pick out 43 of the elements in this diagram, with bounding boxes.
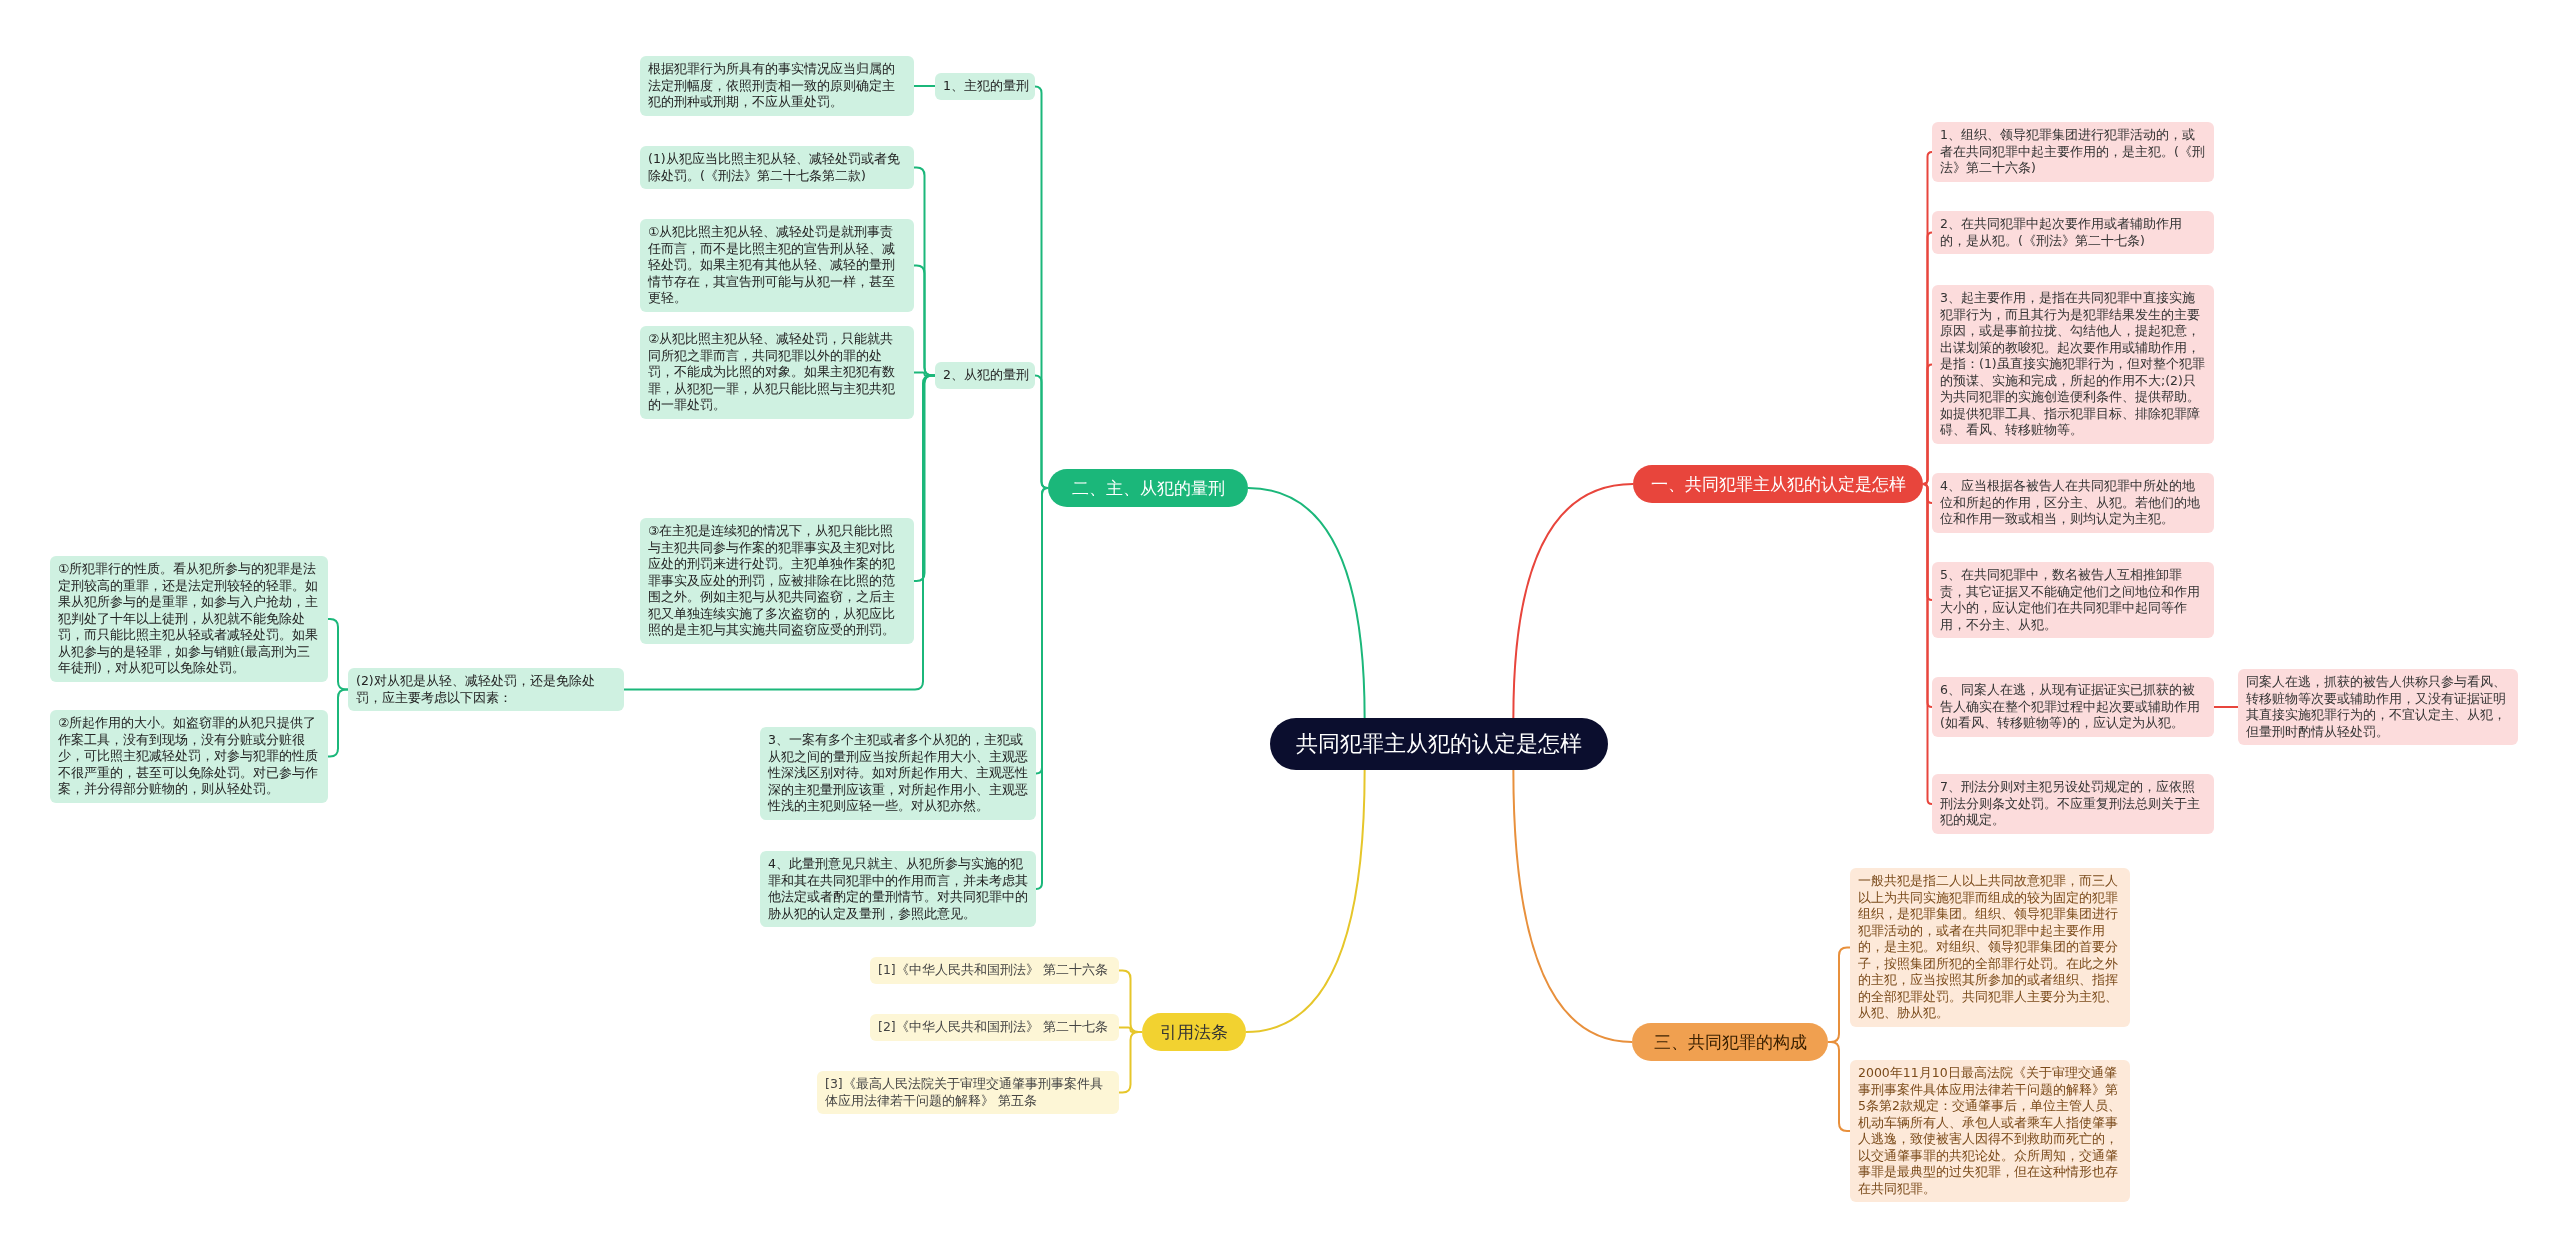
note-card: 7、刑法分则对主犯另设处罚规定的，应依照刑法分则条文处罚。不应重复刑法总则关于主犯的规定。 — [1932, 774, 2214, 834]
note-card: 2000年11月10日最高法院《关于审理交通肇事刑事案件具体应用法律若干问题的解释》第5条第2款规定：交通肇事后，单位主管人员、机动车辆所有人、承包人或者乘车人指使肇事人逃逸，致使被害人因得不到救助而死亡的，以交通肇事罪的共犯论处。众所周知，交通肇事罪是最典型的过失犯罪，但在这种情形也存在共同犯罪。 — [1850, 1060, 2130, 1202]
connector-line — [1035, 487, 1049, 890]
connector-line — [1247, 487, 1366, 719]
note-card: 一般共犯是指二人以上共同故意犯罪，而三人以上为共同实施犯罪而组成的较为固定的犯罪组织，是犯罪集团。组织、领导犯罪集团进行犯罪活动的，或者在共同犯罪中起主要作用的，是主犯。对组织、领导犯罪集团的首要分子，按照集团所犯的全部罪行处罚。在此之外的主犯，应当按照其所参加的或者组织、指挥的全部犯罪处罚。共同犯罪人主要分为主犯、从犯、胁从犯。 — [1850, 868, 2130, 1027]
connector-line — [1922, 363, 1933, 485]
connector-line — [913, 264, 936, 377]
note-card: [1]《中华人民共和国刑法》 第二十六条 — [870, 957, 1119, 984]
note-card: 3、起主要作用，是指在共同犯罪中直接实施犯罪行为，而且其行为是犯罪结果发生的主要原因，或是事前拉拢、勾结他人，提起犯意，出谋划策的教唆犯。起次要作用或辅助作用，是指：(1)虽直接实施犯罪行为，但对整个犯罪的预谋、实施和完成，所起的作用不大;(2)只为共同犯罪的实施创造便利条件、提供帮助。如提供犯罪工具、指示犯罪目标、排除犯罪障碍、看风、转移赃物等。 — [1932, 285, 2214, 444]
note-card: ③在主犯是连续犯的情况下，从犯只能比照与主犯共同参与作案的犯罪事实及主犯对比应处的刑罚来进行处罚。主犯单独作案的犯罪事实及应处的刑罚，应被排除在比照的范围之外。例如主犯与从犯共同盗窃，之后主犯又单独连续实施了多次盗窃的，从犯应比照的是主犯与其实施共同盗窃应受的刑罚。 — [640, 518, 914, 644]
connector-line — [913, 85, 936, 87]
branch-topic: 一、共同犯罪主从犯的认定是怎样 — [1633, 465, 1923, 503]
connector-line — [2213, 706, 2239, 708]
central-topic: 共同犯罪主从犯的认定是怎样 — [1270, 718, 1608, 770]
branch-topic: 三、共同犯罪的构成 — [1632, 1023, 1828, 1061]
note-card: ①从犯比照主犯从轻、减轻处罚是就刑事责任而言，而不是比照主犯的宣告刑从轻、减轻处罚。如果主犯有其他从轻、减轻的量刑情节存在，其宣告刑可能与从犯一样，甚至更轻。 — [640, 219, 914, 312]
note-card: 4、应当根据各被告人在共同犯罪中所处的地位和所起的作用，区分主、从犯。若他们的地位和作用一致或相当，则均认定为主犯。 — [1932, 473, 2214, 533]
note-card: [2]《中华人民共和国刑法》 第二十七条 — [870, 1014, 1119, 1041]
subtopic-card: 1、主犯的量刑 — [935, 73, 1035, 100]
note-card: 2、在共同犯罪中起次要作用或者辅助作用的，是从犯。(《刑法》第二十七条) — [1932, 211, 2214, 254]
connector-line — [327, 618, 349, 691]
note-card: 1、组织、领导犯罪集团进行犯罪活动的，或者在共同犯罪中起主要作用的，是主犯。(《刑法》第二十六条) — [1932, 122, 2214, 182]
connector-line — [1512, 769, 1633, 1043]
branch-topic: 二、主、从犯的量刑 — [1048, 469, 1248, 507]
connector-line — [1922, 483, 1933, 805]
note-card: (1)从犯应当比照主犯从轻、减轻处罚或者免除处罚。(《刑法》第二十七条第二款) — [640, 146, 914, 189]
note-card: 4、此量刑意见只就主、从犯所参与实施的犯罪和其在共同犯罪中的作用而言，并未考虑其他法定或者酌定的量刑情节。对共同犯罪中的胁从犯的认定及量刑，参照此意见。 — [760, 851, 1036, 927]
note-card: [3]《最高人民法院关于审理交通肇事刑事案件具体应用法律若干问题的解释》 第五条 — [817, 1071, 1119, 1114]
branch-topic: 引用法条 — [1142, 1013, 1246, 1051]
note-card: 6、同案人在逃，从现有证据证实已抓获的被告人确实在整个犯罪过程中起次要或辅助作用(如看风、转移赃物等)的，应认定为从犯。 — [1932, 677, 2214, 737]
connector-line — [327, 688, 349, 758]
note-card: ①所犯罪行的性质。看从犯所参与的犯罪是法定刑较高的重罪，还是法定刑较轻的轻罪。如果从犯所参与的是重罪，如参与入户抢劫，主犯判处了十年以上徒刑，从犯就不能免除处罚，而只能比照主犯从轻或者减轻处罚。如果从犯参与的是轻罪，如参与销赃(最高刑为三年徒刑)，对从犯可以免除处罚。 — [50, 556, 328, 682]
connector-line — [1245, 769, 1366, 1033]
note-card: (2)对从犯是从轻、减轻处罚，还是免除处罚，应主要考虑以下因素： — [348, 668, 624, 711]
connector-line — [1512, 483, 1634, 719]
note-card: 同案人在逃，抓获的被告人供称只参与看风、转移赃物等次要或辅助作用，又没有证据证明其直接实施犯罪行为的，不宜认定主、从犯，但量刑时酌情从轻处罚。 — [2238, 669, 2518, 745]
subtopic-card: 2、从犯的量刑 — [935, 362, 1035, 389]
note-card: ②所起作用的大小。如盗窃罪的从犯只提供了作案工具，没有到现场，没有分赃或分赃很少，可比照主犯减轻处罚，对参与犯罪的性质不很严重的，甚至可以免除处罚。对已参与作案，并分得部分赃物的，则从轻处罚。 — [50, 710, 328, 803]
note-card: 5、在共同犯罪中，数名被告人互相推卸罪责，其它证据又不能确定他们之间地位和作用大小的，应认定他们在共同犯罪中起同等作用，不分主、从犯。 — [1932, 562, 2214, 638]
connector-line — [913, 374, 936, 582]
note-card: ②从犯比照主犯从轻、减轻处罚，只能就共同所犯之罪而言，共同犯罪以外的罪的处罚，不能成为比照的对象。如果主犯犯有数罪，从犯犯一罪，从犯只能比照与主犯共犯的一罪处罚。 — [640, 326, 914, 419]
note-card: 根据犯罪行为所具有的事实情况应当归属的法定刑幅度，依照刑责相一致的原则确定主犯的刑种或刑期，不应从重处罚。 — [640, 56, 914, 116]
note-card: 3、一案有多个主犯或者多个从犯的，主犯或从犯之间的量刑应当按所起作用大小、主观恶性深浅区别对待。如对所起作用大、主观恶性深的主犯量刑应该重，对所起作用小、主观恶性浅的主犯则应轻一些。对从犯亦然。 — [760, 727, 1036, 820]
